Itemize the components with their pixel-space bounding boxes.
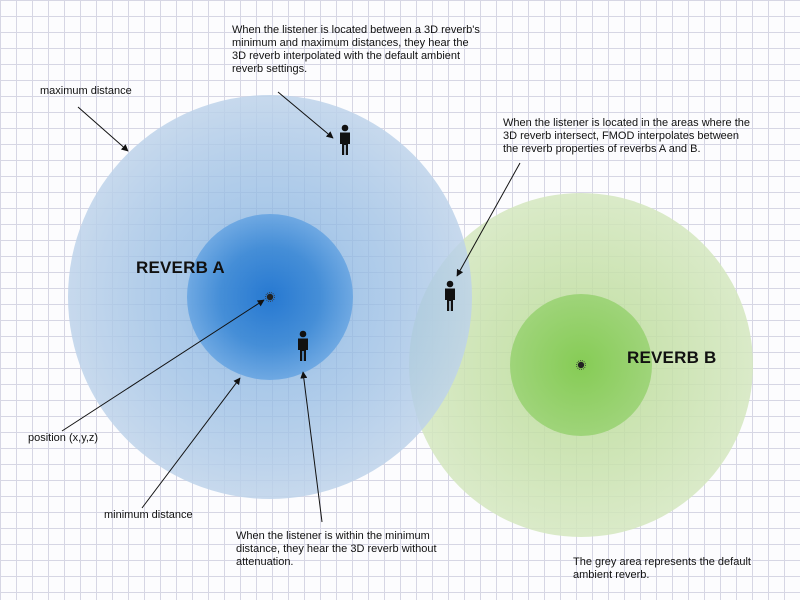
annotation-line: 3D reverb intersect, FMOD interpolates b… xyxy=(503,130,739,142)
maximum-distance-label: maximum distance xyxy=(40,85,132,97)
position-label: position (x,y,z) xyxy=(28,432,99,444)
arrow-maximum-distance xyxy=(77,106,129,152)
annotation-line: When the listener is within the minimum xyxy=(236,530,430,542)
position-marker-icon xyxy=(576,360,586,370)
annotation-line: minimum and maximum distances, they hear… xyxy=(232,37,469,49)
reverb-a xyxy=(68,95,472,499)
annotation-line: When the listener is located in the area… xyxy=(503,117,751,129)
arrow-within-minimum xyxy=(300,371,323,523)
annotation-line: When the listener is located between a 3… xyxy=(232,24,480,36)
within-minimum-annotation: When the listener is within the minimum … xyxy=(236,530,437,569)
annotation-line: reverb settings. xyxy=(232,63,308,75)
annotation-line: the reverb properties of reverbs A and B… xyxy=(503,143,701,155)
minimum-distance-label: minimum distance xyxy=(104,509,193,521)
annotation-line: attenuation. xyxy=(236,556,294,568)
position-marker-icon xyxy=(265,292,275,302)
grey-area-annotation: The grey area represents the default amb… xyxy=(573,556,751,582)
reverb-b-title: REVERB B xyxy=(627,348,717,367)
reverb-b xyxy=(409,193,753,537)
annotation-line: The grey area represents the default xyxy=(573,556,751,568)
arrow-between-min-max xyxy=(277,91,334,139)
annotation-line: ambient reverb. xyxy=(573,569,650,581)
reverb-a-title: REVERB A xyxy=(136,258,225,277)
arrow-minimum-distance xyxy=(141,377,241,509)
arrow-position xyxy=(61,299,265,432)
annotation-line: distance, they hear the 3D reverb withou… xyxy=(236,543,437,555)
intersection-annotation: When the listener is located in the area… xyxy=(503,117,750,156)
between-min-max-annotation: When the listener is located between a 3… xyxy=(232,24,480,76)
annotation-line: 3D reverb interpolated with the default … xyxy=(232,50,461,62)
arrow-intersection xyxy=(456,162,521,277)
